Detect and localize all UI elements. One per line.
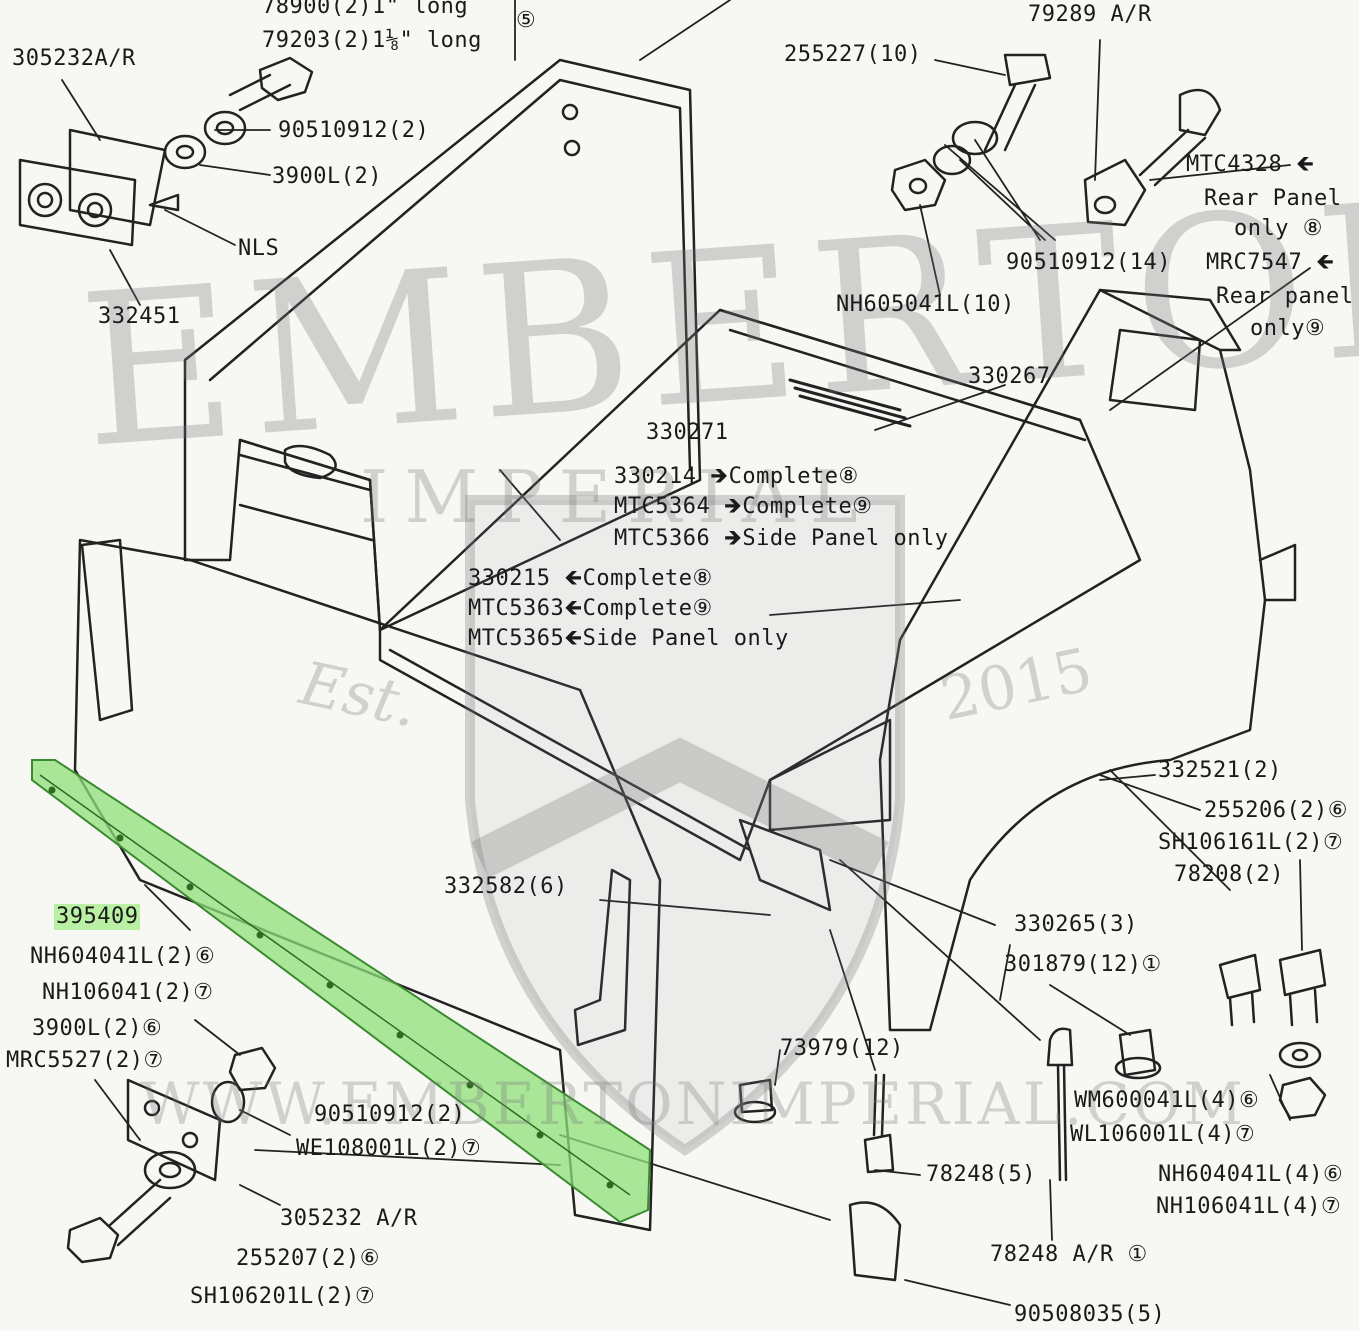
label-330267: 330267 bbox=[968, 364, 1051, 389]
label-255227: 255227(10) bbox=[784, 42, 922, 67]
label-90508035: 90508035(5) bbox=[1014, 1302, 1166, 1327]
strap-plate-upper bbox=[68, 128, 167, 227]
label-nh604041l-4: NH604041L(4)⑥ bbox=[1158, 1162, 1344, 1187]
label-255206: 255206(2)⑥ bbox=[1204, 798, 1348, 823]
label-mtc5363: MTC5363🡸Complete⑨ bbox=[468, 596, 713, 621]
rivet-78248-right bbox=[1046, 1027, 1074, 1067]
spacer-mtc4328 bbox=[1083, 158, 1147, 227]
label-330215: 330215 🡸Complete⑧ bbox=[468, 566, 713, 591]
bolt-255227 bbox=[1003, 53, 1052, 87]
strap-plate-lower bbox=[126, 1078, 222, 1182]
label-301879: 301879(12)① bbox=[1004, 952, 1162, 977]
plug-301879 bbox=[1118, 1028, 1157, 1077]
label-330214: 330214 🡺Complete⑧ bbox=[614, 464, 859, 489]
bolt-hole bbox=[561, 103, 579, 121]
bolt-255207 bbox=[66, 1216, 120, 1264]
label-ref-5: ⑤ bbox=[516, 8, 537, 33]
label-rear-panel-9: Rear panel bbox=[1216, 284, 1354, 309]
cross-member bbox=[768, 718, 892, 832]
label-305232ar-lower: 305232 A/R bbox=[280, 1206, 418, 1231]
label-nh106041-2: NH106041(2)⑦ bbox=[42, 980, 214, 1005]
nut-nh604041l bbox=[1278, 1076, 1327, 1120]
label-mrc7547: MRC7547 🡸 bbox=[1206, 250, 1335, 275]
wheel-arch-panel bbox=[878, 288, 1267, 1032]
label-330271: 330271 bbox=[646, 420, 729, 445]
label-wm600041l: WM600041L(4)⑥ bbox=[1074, 1088, 1260, 1113]
label-79203: 79203(2)1⅛" long bbox=[262, 28, 482, 53]
label-332451: 332451 bbox=[98, 304, 181, 329]
label-mtc5366: MTC5366 🡺Side Panel only bbox=[614, 526, 949, 551]
label-78248ar: 78248 A/R ① bbox=[990, 1242, 1148, 1267]
label-3900l-top: 3900L(2) bbox=[272, 164, 382, 189]
bolt-78208 bbox=[1218, 953, 1262, 1000]
bolt-255206 bbox=[1278, 948, 1327, 997]
nut-lower-left bbox=[228, 1046, 277, 1092]
clip-90508035 bbox=[848, 1201, 902, 1282]
label-we108001l: WE108001L(2)⑦ bbox=[296, 1136, 482, 1161]
highlighted-part-395409 bbox=[31, 759, 652, 1224]
label-73979: 73979(12) bbox=[780, 1036, 904, 1061]
label-mtc5365: MTC5365🡸Side Panel only bbox=[468, 626, 789, 651]
label-330265: 330265(3) bbox=[1014, 912, 1138, 937]
label-3900l-2: 3900L(2)⑥ bbox=[32, 1016, 163, 1041]
label-255207: 255207(2)⑥ bbox=[236, 1246, 380, 1271]
label-90510912-top: 90510912(2) bbox=[278, 118, 430, 143]
plug-73979 bbox=[738, 1078, 774, 1114]
sill-strip bbox=[31, 759, 652, 1224]
label-305232ar-top: 305232A/R bbox=[12, 46, 136, 71]
bolt-hex-head bbox=[258, 56, 314, 102]
label-90510912-14: 90510912(14) bbox=[1006, 250, 1171, 275]
label-nh605041l: NH605041L(10) bbox=[836, 292, 1015, 317]
watermark-shield bbox=[465, 495, 905, 1157]
label-332521: 332521(2) bbox=[1158, 758, 1282, 783]
label-wl106001l: WL106001L(4)⑦ bbox=[1070, 1122, 1256, 1147]
label-78900: 78900(2)1" long bbox=[262, 0, 469, 19]
nut-nh605041l bbox=[890, 158, 947, 212]
label-78208: 78208(2) bbox=[1174, 862, 1284, 887]
label-sh106161l: SH106161L(2)⑦ bbox=[1158, 830, 1344, 855]
label-78248-5: 78248(5) bbox=[926, 1162, 1036, 1187]
label-332582: 332582(6) bbox=[444, 874, 568, 899]
label-only-8: only ⑧ bbox=[1234, 216, 1323, 241]
slot-opening bbox=[283, 444, 337, 480]
label-mrc5527: MRC5527(2)⑦ bbox=[6, 1048, 164, 1073]
label-sh106201l: SH106201L(2)⑦ bbox=[190, 1284, 376, 1309]
label-only-9: only⑨ bbox=[1250, 316, 1326, 341]
label-mtc5364: MTC5364 🡺Complete⑨ bbox=[614, 494, 873, 519]
label-mtc4328: MTC4328 🡸 bbox=[1186, 152, 1315, 177]
label-rear-panel-8: Rear Panel bbox=[1204, 186, 1342, 211]
label-nls: NLS bbox=[238, 236, 280, 261]
label-nh604041l-2: NH604041L(2)⑥ bbox=[30, 944, 216, 969]
bracket-plate-332451 bbox=[18, 158, 137, 247]
rivet-78248-lower bbox=[863, 1133, 895, 1174]
label-nh106041l-4: NH106041L(4)⑦ bbox=[1156, 1194, 1342, 1219]
label-395409: 395409 bbox=[54, 904, 141, 930]
label-90510912-lower: 90510912(2) bbox=[314, 1102, 466, 1127]
label-79289: 79289 A/R bbox=[1028, 2, 1152, 27]
bolt-hole bbox=[563, 139, 581, 157]
front-panel-upright bbox=[80, 538, 134, 722]
bolt-79289 bbox=[1178, 88, 1222, 137]
